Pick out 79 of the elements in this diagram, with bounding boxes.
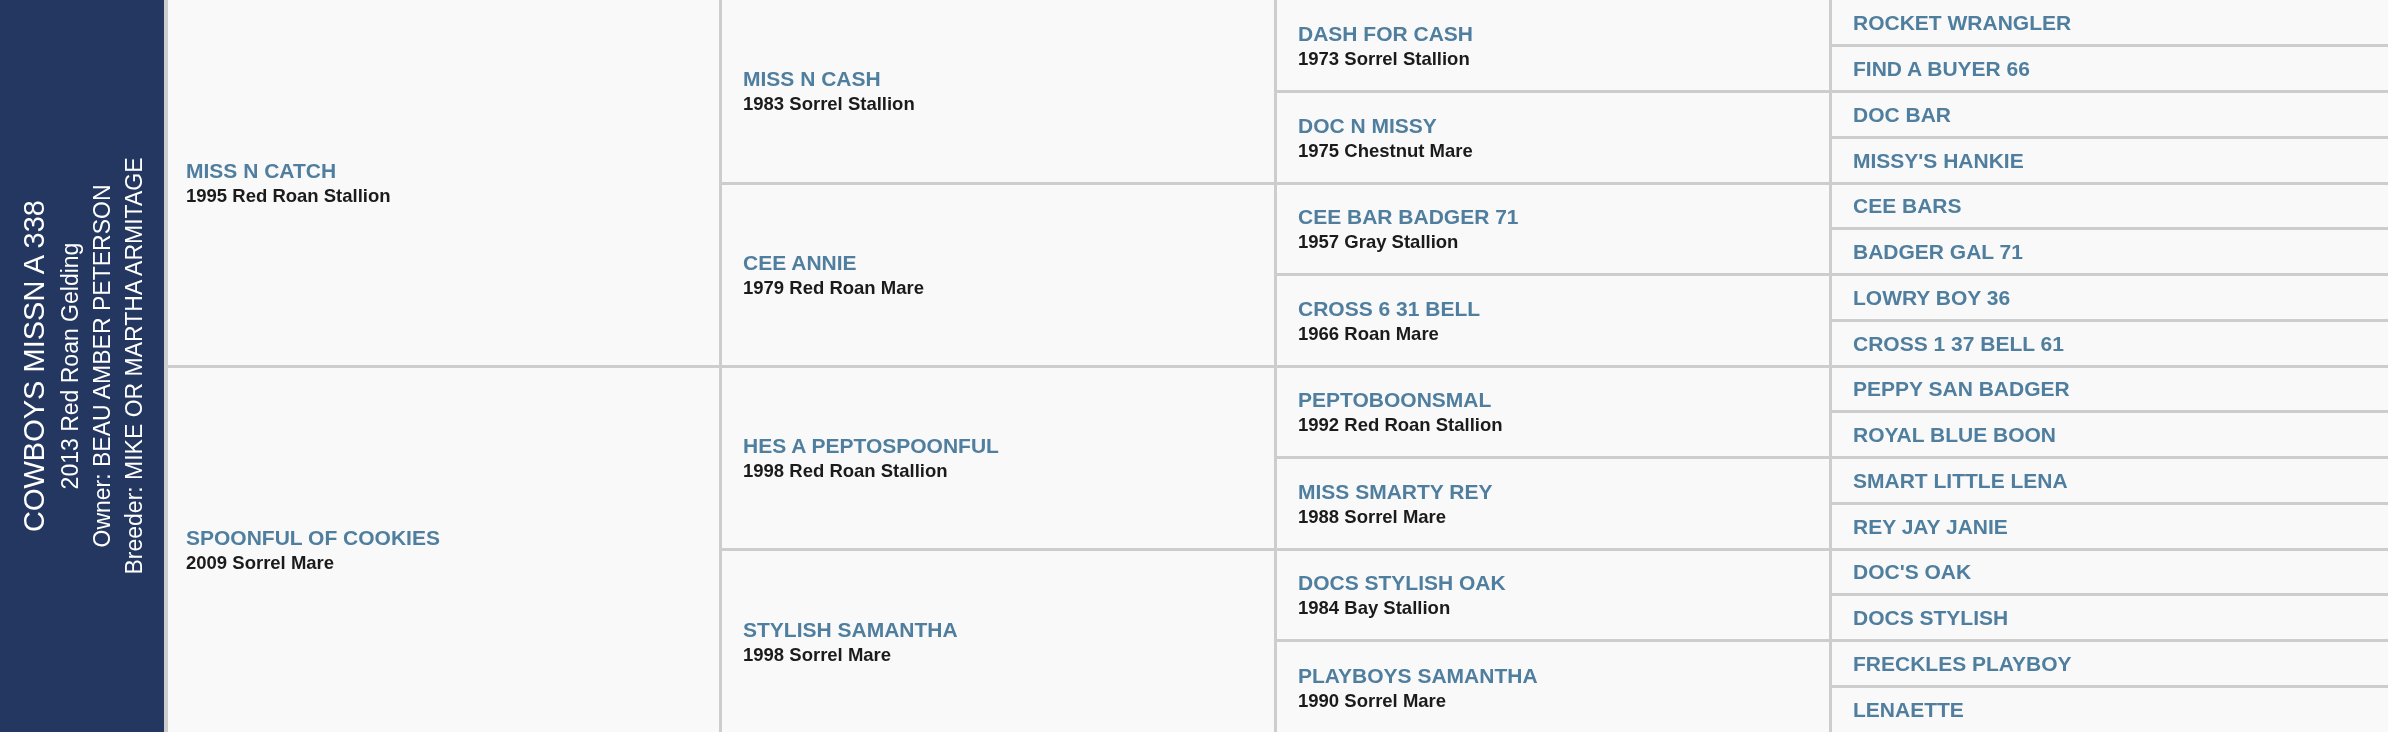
pedigree-cell xyxy=(1832,413,2388,456)
pedigree-cell xyxy=(1832,504,2388,548)
pedigree-cell xyxy=(1832,642,2388,685)
pedigree-cell xyxy=(722,367,1274,548)
horse-details: 1995 Red Roan Stallion xyxy=(186,183,391,208)
subject-name: COWBOYS MISSN A 338 xyxy=(17,200,51,532)
horse-name: FIND A BUYER 66 xyxy=(1853,56,2030,83)
pedigree-cell xyxy=(1277,276,1829,365)
horse-name: MISS N CATCH xyxy=(186,157,337,184)
horse-name: LENAETTE xyxy=(1853,697,1964,724)
pedigree-cell xyxy=(1832,550,2388,594)
subject-info: 2013 Red Roan Gelding xyxy=(56,242,84,490)
pedigree-cell xyxy=(1832,93,2388,136)
horse-name: DOC BAR xyxy=(1853,101,1951,128)
horse-name: REY JAY JANIE xyxy=(1853,513,2008,540)
pedigree-cell xyxy=(168,0,719,365)
horse-name: CROSS 1 37 BELL 61 xyxy=(1853,330,2064,357)
horse-details: 1984 Bay Stallion xyxy=(1298,596,1451,621)
horse-details: 2009 Sorrel Mare xyxy=(186,551,335,576)
horse-details: 1973 Sorrel Stallion xyxy=(1298,46,1470,71)
horse-details: 1998 Sorrel Mare xyxy=(743,642,892,667)
pedigree-cell xyxy=(1832,184,2388,228)
pedigree-cell xyxy=(1277,642,1829,732)
horse-name: ROYAL BLUE BOON xyxy=(1853,422,2057,449)
horse-name: PEPTOBOONSMAL xyxy=(1298,387,1492,414)
horse-details: 1988 Sorrel Mare xyxy=(1298,504,1447,529)
horse-name: CEE BARS xyxy=(1853,193,1962,220)
pedigree-cell xyxy=(168,367,719,732)
pedigree-cell xyxy=(1832,596,2388,639)
horse-name: FRECKLES PLAYBOY xyxy=(1853,650,2072,677)
pedigree-cell xyxy=(1277,184,1829,273)
pedigree-cell xyxy=(1277,93,1829,182)
horse-details: 1975 Chestnut Mare xyxy=(1298,138,1473,163)
horse-name: DOC N MISSY xyxy=(1298,112,1437,139)
pedigree-cell xyxy=(1832,459,2388,502)
pedigree-cell xyxy=(722,550,1274,732)
pedigree-cell xyxy=(1832,367,2388,411)
pedigree-cell xyxy=(1832,321,2388,365)
subject-info: Breeder: MIKE OR MARTHA ARMITAGE xyxy=(120,157,148,575)
pedigree-cell xyxy=(1277,550,1829,639)
pedigree-cell xyxy=(1832,47,2388,90)
horse-name: DOCS STYLISH xyxy=(1853,605,2009,632)
horse-name: PEPPY SAN BADGER xyxy=(1853,376,2070,403)
pedigree-cell xyxy=(1832,138,2388,182)
pedigree-cell xyxy=(1277,459,1829,548)
pedigree-cell xyxy=(1832,230,2388,273)
horse-name: LOWRY BOY 36 xyxy=(1853,284,2011,311)
horse-details: 1992 Red Roan Stallion xyxy=(1298,413,1503,438)
horse-details: 1983 Sorrel Stallion xyxy=(743,92,915,117)
horse-details: 1966 Roan Mare xyxy=(1298,321,1439,346)
horse-name: DOC'S OAK xyxy=(1853,559,1972,586)
horse-name: CEE ANNIE xyxy=(743,250,857,276)
pedigree-cell xyxy=(1832,0,2388,45)
horse-name: DASH FOR CASH xyxy=(1298,20,1473,47)
horse-name: MISS N CASH xyxy=(743,66,881,93)
horse-name: DOCS STYLISH OAK xyxy=(1298,570,1506,597)
horse-name: SMART LITTLE LENA xyxy=(1853,467,2068,494)
horse-name: MISSY'S HANKIE xyxy=(1853,147,2024,174)
pedigree-cell xyxy=(722,0,1274,182)
pedigree-cell xyxy=(722,184,1274,365)
horse-name: SPOONFUL OF COOKIES xyxy=(186,525,440,552)
horse-name: BADGER GAL 71 xyxy=(1853,239,2023,266)
horse-name: MISS SMARTY REY xyxy=(1298,478,1493,505)
horse-name: HES A PEPTOSPOONFUL xyxy=(743,433,999,459)
pedigree-cell xyxy=(1832,687,2388,732)
horse-details: 1979 Red Roan Mare xyxy=(743,276,924,300)
subject-panel xyxy=(0,0,164,732)
horse-details: 1998 Red Roan Stallion xyxy=(743,459,948,483)
horse-details: 1957 Gray Stallion xyxy=(1298,230,1459,255)
subject-info: Owner: BEAU AMBER PETERSON xyxy=(88,184,116,548)
horse-name: STYLISH SAMANTHA xyxy=(743,616,958,643)
horse-name: ROCKET WRANGLER xyxy=(1853,9,2072,36)
pedigree-cell xyxy=(1277,367,1829,456)
horse-name: CROSS 6 31 BELL xyxy=(1298,295,1481,322)
horse-details: 1990 Sorrel Mare xyxy=(1298,688,1447,713)
horse-name: CEE BAR BADGER 71 xyxy=(1298,204,1519,231)
horse-name: PLAYBOYS SAMANTHA xyxy=(1298,662,1538,689)
pedigree-cell xyxy=(1277,0,1829,90)
pedigree-cell xyxy=(1832,276,2388,319)
